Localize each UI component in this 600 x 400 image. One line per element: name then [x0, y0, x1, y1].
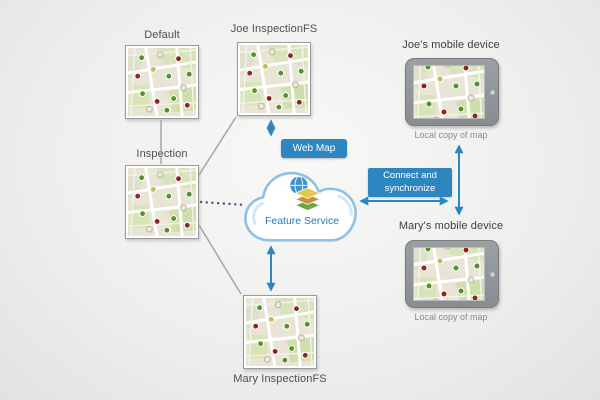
- default-node-label: Default: [144, 29, 180, 41]
- map-thumbnail: [414, 247, 484, 301]
- joe-device-tablet: [405, 58, 499, 126]
- device-screen: [413, 247, 485, 301]
- map-thumbnail: [240, 45, 308, 113]
- inspection-node-label: Inspection: [136, 148, 188, 160]
- joe-device-label: Joe's mobile device: [402, 39, 500, 51]
- map-thumbnail: [246, 298, 314, 366]
- map-node-default: [125, 45, 199, 119]
- camera-icon: [490, 89, 495, 95]
- joe-fs-node-label: Joe InspectionFS: [230, 23, 318, 35]
- web-map-badge: Web Map: [281, 139, 347, 158]
- map-thumbnail: [414, 65, 484, 119]
- connect-synchronize-label: Connect and synchronize: [368, 168, 452, 197]
- device-screen: [413, 65, 485, 119]
- mary-device-tablet: [405, 240, 499, 308]
- mary-fs-node-label: Mary InspectionFS: [233, 373, 327, 385]
- feature-service-label: Feature Service: [264, 215, 340, 227]
- joe-device-caption: Local copy of map: [414, 130, 488, 140]
- mary-device-caption: Local copy of map: [414, 312, 488, 322]
- camera-icon: [490, 271, 495, 277]
- layers-globe-icon: [290, 176, 321, 211]
- map-node-joe-fs: [237, 42, 311, 116]
- line-inspection-joefs: [198, 116, 237, 176]
- map-thumbnail: [128, 48, 196, 116]
- mary-device-label: Mary's mobile device: [398, 220, 504, 232]
- line-inspection-maryfs: [198, 224, 242, 295]
- map-node-inspection: [125, 165, 199, 239]
- map-thumbnail: [128, 168, 196, 236]
- map-node-mary-fs: [243, 295, 317, 369]
